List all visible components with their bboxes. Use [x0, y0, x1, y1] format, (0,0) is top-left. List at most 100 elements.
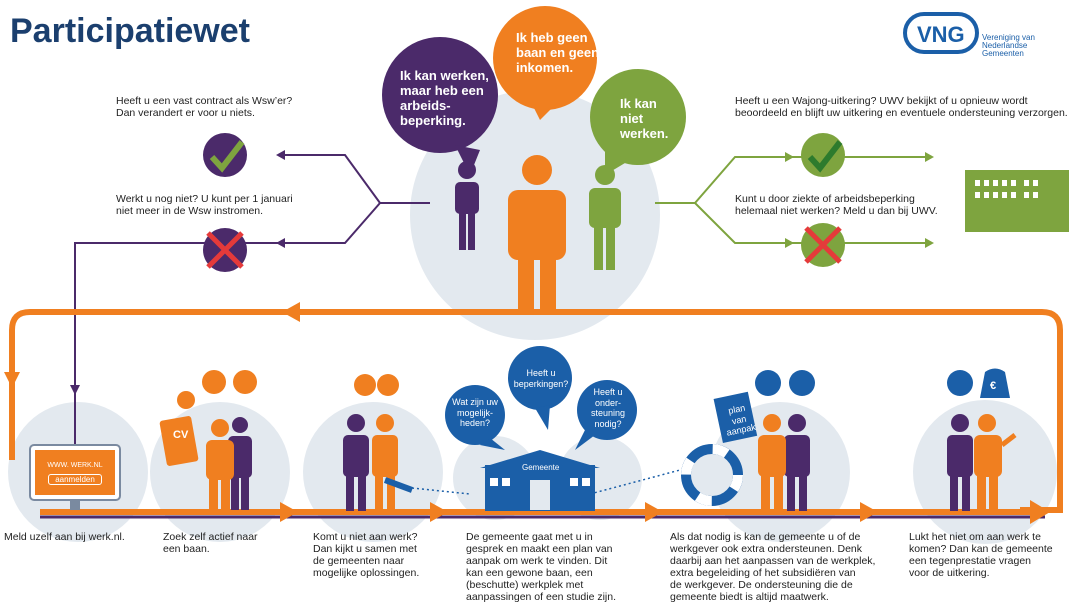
- check-icon-right: [801, 133, 845, 177]
- small-bubble-left-text: Wat zijn uw mogelijk- heden?: [447, 397, 503, 429]
- small-question-bubbles: [445, 346, 637, 450]
- caption-line: Zoek zelf actief naar: [163, 531, 258, 543]
- note-line: niet meer in de Wsw instromen.: [116, 205, 264, 217]
- person-orange-icon: [508, 155, 566, 313]
- plan-label: plan van aanpak: [721, 401, 757, 438]
- caption-line: (beschutte) werkplek met: [466, 579, 584, 591]
- caption-line: Dan kijkt u samen met: [313, 543, 417, 555]
- step-caption-3: Komt u niet aan werk? Dan kijkt u samen …: [313, 531, 453, 579]
- website-signup-button[interactable]: aanmelden: [48, 474, 102, 485]
- caption-line: aanpak om werk te vinden. Dit: [466, 555, 608, 567]
- cross-icon-left: [203, 228, 247, 272]
- people-supported-icon: [758, 414, 810, 511]
- logo-subtitle-line2: Nederlandse Gemeenten: [982, 41, 1028, 58]
- note-line: Heeft u een Wajong-uitkering? UWV bekijk…: [735, 95, 1028, 107]
- euro-sign: €: [990, 380, 997, 392]
- caption-line: daarbij aan het aanpassen van de werkple…: [670, 555, 876, 567]
- caption-line: Meld uzelf aan bij werk.nl.: [4, 531, 125, 543]
- people-thinking-icon: [343, 374, 414, 511]
- small-bubble-line: mogelijk-: [456, 407, 493, 418]
- bubble-green-line: werken.: [620, 126, 669, 141]
- step-caption-2: Zoek zelf actief naar een baan.: [163, 531, 293, 555]
- bubble-orange-line: baan en geen: [516, 45, 600, 60]
- bubble-green-text: Ik kan niet werken.: [620, 96, 680, 141]
- small-bubble-line: heden?: [459, 418, 491, 428]
- note-line: Dan verandert er voor u niets.: [116, 107, 255, 119]
- caption-line: de werkgever. De ondersteuning die de: [670, 579, 853, 591]
- note-line: helemaal niet werken? Meld u dan bij UWV…: [735, 205, 938, 217]
- website-url: WWW. WERK.NL: [47, 462, 103, 469]
- note-wsw-contract: Heeft u een vast contract als Wsw’er? Da…: [116, 95, 336, 119]
- check-icon-left: [203, 133, 247, 177]
- bubble-purple-text: Ik kan werken, maar heb een arbeids- bep…: [400, 68, 490, 128]
- bubble-orange-line: Ik heb geen: [516, 30, 588, 45]
- caption-line: gemeente biedt is altijd maatwerk.: [670, 591, 829, 603]
- support-icons: [755, 370, 815, 396]
- small-bubble-right-text: Heeft u onder- steuning nodig?: [580, 387, 636, 429]
- people-tegenprestatie-icon: [947, 414, 1017, 511]
- bubble-orange-text: Ik heb geen baan en geen inkomen.: [516, 30, 606, 75]
- caption-line: Komt u niet aan werk?: [313, 531, 418, 543]
- small-bubble-line: Heeft u: [593, 387, 623, 397]
- cv-label: CV: [173, 429, 189, 441]
- caption-line: extra begeleiding of het subsidiëren van: [670, 567, 856, 579]
- step-caption-6: Lukt het niet om aan werk te komen? Dan …: [909, 531, 1067, 579]
- caption-line: werkgever ook extra ondersteunen. Denk: [670, 543, 863, 555]
- orange-loop: [9, 309, 1063, 513]
- bubble-green-line: Ik kan: [620, 96, 657, 111]
- caption-line: Lukt het niet om aan werk te: [909, 531, 1041, 543]
- page-title: Participatiewet: [10, 12, 250, 50]
- bubble-purple-line: maar heb een: [400, 83, 484, 98]
- small-bubble-line: steuning: [590, 408, 626, 418]
- small-bubble-middle-text: Heeft u beperkingen?: [510, 368, 572, 389]
- note-wsw-new: Werkt u nog niet? U kunt per 1 januari n…: [116, 193, 336, 217]
- caption-line: gesprek en maakt een plan van: [466, 543, 613, 555]
- note-line: Werkt u nog niet? U kunt per 1 januari: [116, 193, 293, 205]
- bubble-green-line: niet: [620, 111, 644, 126]
- note-line: beoordeeld en blijft uw uitkering en eve…: [735, 107, 1068, 119]
- gemeente-building-icon: [480, 450, 600, 511]
- bubble-orange-line: inkomen.: [516, 60, 574, 75]
- person-seeking-work-icon: [159, 416, 252, 512]
- small-bubble-line: nodig?: [594, 418, 622, 429]
- person-green-icon: [589, 165, 621, 270]
- building-label: Gemeente: [522, 463, 560, 472]
- bubble-purple-line: beperking.: [400, 113, 466, 128]
- person-purple-icon: [455, 161, 479, 250]
- vng-logo-subtitle: Vereniging van Nederlandse Gemeenten: [982, 34, 1069, 58]
- vng-mark: VNG: [917, 22, 965, 47]
- caption-line: kan een gewone baan, een: [466, 567, 593, 579]
- lifebuoy-icon: [681, 391, 758, 506]
- bubble-purple-line: Ik kan werken,: [400, 68, 489, 83]
- note-wajong: Heeft u een Wajong-uitkering? UWV bekijk…: [735, 95, 1069, 119]
- caption-line: aanpassingen of een studie zijn.: [466, 591, 617, 603]
- step-caption-4: De gemeente gaat met u in gesprek en maa…: [466, 531, 641, 603]
- note-line: Heeft u een vast contract als Wsw’er?: [116, 95, 293, 107]
- small-bubble-line: Wat zijn uw: [452, 397, 498, 407]
- caption-line: de gemeenten naar: [313, 555, 405, 567]
- step-caption-1: Meld uzelf aan bij werk.nl.: [4, 531, 154, 543]
- cross-icon-right: [801, 223, 845, 267]
- vng-logo-icon: [903, 12, 979, 54]
- small-bubble-line: beperkingen?: [513, 378, 569, 389]
- computer-monitor-icon: [29, 444, 121, 510]
- caption-line: Als dat nodig is kan de gemeente u of de: [670, 531, 861, 543]
- tegenprestatie-icons: [947, 368, 1010, 398]
- uwv-building-icon: [965, 170, 1069, 232]
- caption-line: een baan.: [163, 543, 210, 555]
- caption-line: komen? Dan kan de gemeente: [909, 543, 1053, 555]
- caption-line: voor de uitkering.: [909, 567, 990, 579]
- step-caption-5: Als dat nodig is kan de gemeente u of de…: [670, 531, 900, 603]
- logo-subtitle-line1: Vereniging van: [982, 33, 1035, 42]
- bubble-purple-line: arbeids-: [400, 98, 451, 113]
- left-branch-lines: [74, 154, 430, 450]
- small-bubble-line: Heeft u: [526, 368, 556, 378]
- work-icons-step2: [177, 370, 257, 409]
- bubble-purple: [382, 37, 498, 175]
- bubble-orange: [493, 6, 597, 120]
- caption-line: mogelijke oplossingen.: [313, 567, 420, 579]
- small-bubble-line: onder-: [594, 397, 621, 408]
- note-line: Kunt u door ziekte of arbeidsbeperking: [735, 193, 915, 205]
- note-illness: Kunt u door ziekte of arbeidsbeperking h…: [735, 193, 965, 217]
